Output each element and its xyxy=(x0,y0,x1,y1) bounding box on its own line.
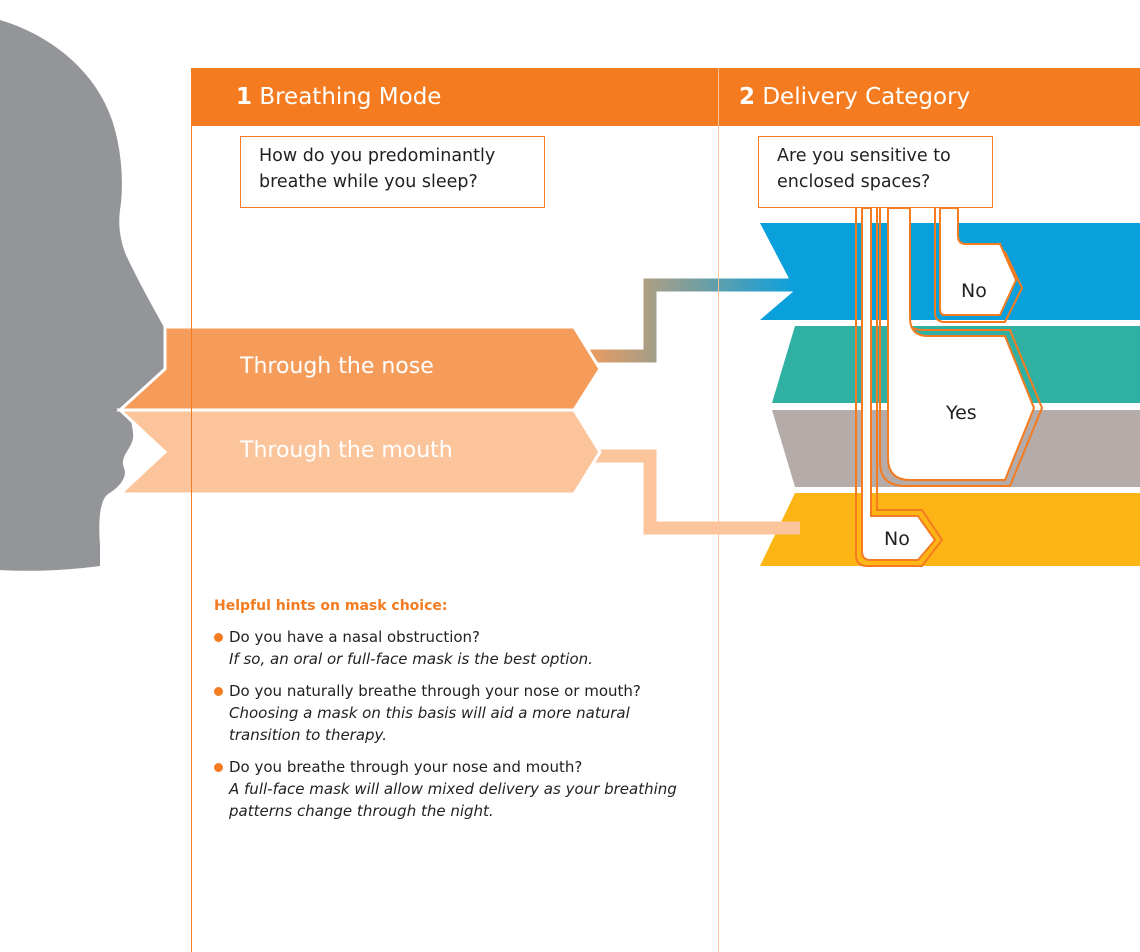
bullet-icon xyxy=(214,763,223,772)
bullet-icon xyxy=(214,687,223,696)
hint-answer: A full-face mask will allow mixed delive… xyxy=(229,780,677,820)
hint-answer: If so, an oral or full-face mask is the … xyxy=(229,650,593,668)
hints-heading: Helpful hints on mask choice: xyxy=(214,598,448,614)
delivery-question-box: Are you sensitive to enclosed spaces? xyxy=(758,136,993,208)
mouth-option-shape xyxy=(116,408,602,496)
option-mouth-label: Through the mouth xyxy=(240,438,453,463)
delivery-question: Are you sensitive to enclosed spaces? xyxy=(777,146,951,192)
connector-nose-to-blue xyxy=(580,278,795,363)
head-silhouette xyxy=(0,20,182,571)
section-1-title: Breathing Mode xyxy=(259,84,442,110)
column-line-left xyxy=(191,68,192,952)
connector-mouth-to-yellow xyxy=(590,449,800,535)
hint-question: Do you naturally breathe through your no… xyxy=(229,682,641,700)
answer-bottom-no: No xyxy=(884,528,910,550)
breathing-mode-header: 1 Breathing Mode xyxy=(192,68,718,126)
hint-item: Do you naturally breathe through your no… xyxy=(214,680,684,746)
answer-yes: Yes xyxy=(946,402,977,424)
option-nose-label: Through the nose xyxy=(240,354,434,379)
hints-panel: Helpful hints on mask choice: Do you hav… xyxy=(214,598,684,832)
column-line-middle xyxy=(718,68,719,952)
section-1-number: 1 xyxy=(236,84,253,110)
hint-answer: Choosing a mask on this basis will aid a… xyxy=(229,704,630,744)
hint-question: Do you have a nasal obstruction? xyxy=(229,628,481,646)
hint-question: Do you breathe through your nose and mou… xyxy=(229,758,583,776)
category-band-yellow xyxy=(760,493,1140,566)
section-2-title: Delivery Category xyxy=(762,84,971,110)
answer-top-no: No xyxy=(961,280,987,302)
bullet-icon xyxy=(214,633,223,642)
breathing-question: How do you predominantly breathe while y… xyxy=(259,146,496,192)
hint-item: Do you breathe through your nose and mou… xyxy=(214,756,684,822)
branch-top-no xyxy=(934,206,1024,323)
branch-yes xyxy=(879,206,1044,487)
section-2-number: 2 xyxy=(739,84,756,110)
breathing-question-box: How do you predominantly breathe while y… xyxy=(240,136,545,208)
hint-item: Do you have a nasal obstruction? If so, … xyxy=(214,626,684,670)
branch-bottom-no xyxy=(855,206,944,567)
delivery-category-header: 2 Delivery Category xyxy=(719,68,1140,126)
